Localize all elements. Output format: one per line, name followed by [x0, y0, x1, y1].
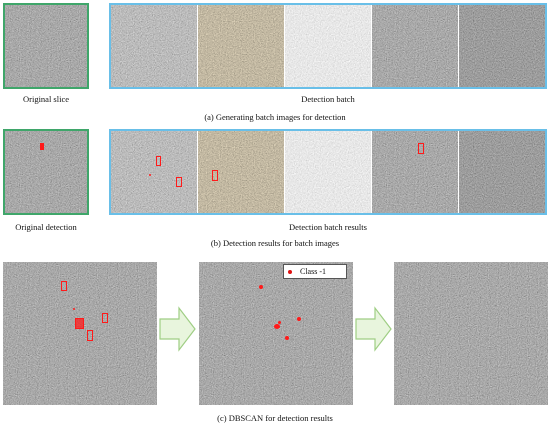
cluster-point	[278, 321, 281, 324]
detection-batch-caption: Detection batch	[301, 94, 355, 104]
original-detection-caption: Original detection	[15, 222, 77, 232]
detection-box	[61, 281, 67, 291]
detection-box	[40, 143, 44, 150]
detection-box	[176, 177, 182, 187]
row-b-caption: (b) Detection results for batch images	[210, 238, 340, 248]
result-image-2	[198, 131, 284, 213]
detection-box	[212, 170, 218, 181]
result-image-3	[285, 131, 371, 213]
batch-image-1	[111, 5, 197, 87]
merged-detections-image	[3, 262, 157, 405]
cluster-point	[274, 324, 280, 329]
original-detection-frame	[3, 129, 89, 215]
cluster-point	[297, 317, 301, 321]
arrow-right-icon	[159, 306, 196, 352]
detection-point	[73, 308, 75, 310]
detection-box	[75, 318, 84, 329]
detection-batch-results-frame	[109, 129, 547, 215]
original-slice-image	[5, 5, 87, 87]
original-detection-image	[5, 131, 87, 213]
cluster-point	[259, 285, 263, 289]
detection-box	[156, 156, 161, 166]
dbscan-clustering-image: Class -1	[199, 262, 353, 405]
original-slice-caption: Original slice	[22, 94, 70, 104]
batch-image-4	[372, 5, 458, 87]
batch-image-3	[285, 5, 371, 87]
batch-image-5	[459, 5, 545, 87]
result-image-4	[372, 131, 458, 213]
legend-marker-icon	[288, 269, 292, 274]
detection-batch-frame	[109, 3, 547, 89]
detection-batch-results-caption: Detection batch results	[289, 222, 367, 232]
detection-point	[149, 174, 151, 176]
legend: Class -1	[283, 264, 347, 279]
legend-label: Class -1	[300, 267, 326, 276]
row-c-caption: (c) DBSCAN for detection results	[217, 413, 333, 423]
result-image-1	[111, 131, 197, 213]
original-slice-frame	[3, 3, 89, 89]
detection-box	[418, 143, 424, 154]
filtered-result-image	[394, 262, 548, 405]
cluster-point	[285, 336, 289, 340]
result-image-5	[459, 131, 545, 213]
detection-box	[102, 313, 108, 323]
detection-box	[87, 330, 93, 341]
arrow-right-icon	[355, 306, 392, 352]
row-a-caption: (a) Generating batch images for detectio…	[204, 112, 346, 122]
batch-image-2	[198, 5, 284, 87]
